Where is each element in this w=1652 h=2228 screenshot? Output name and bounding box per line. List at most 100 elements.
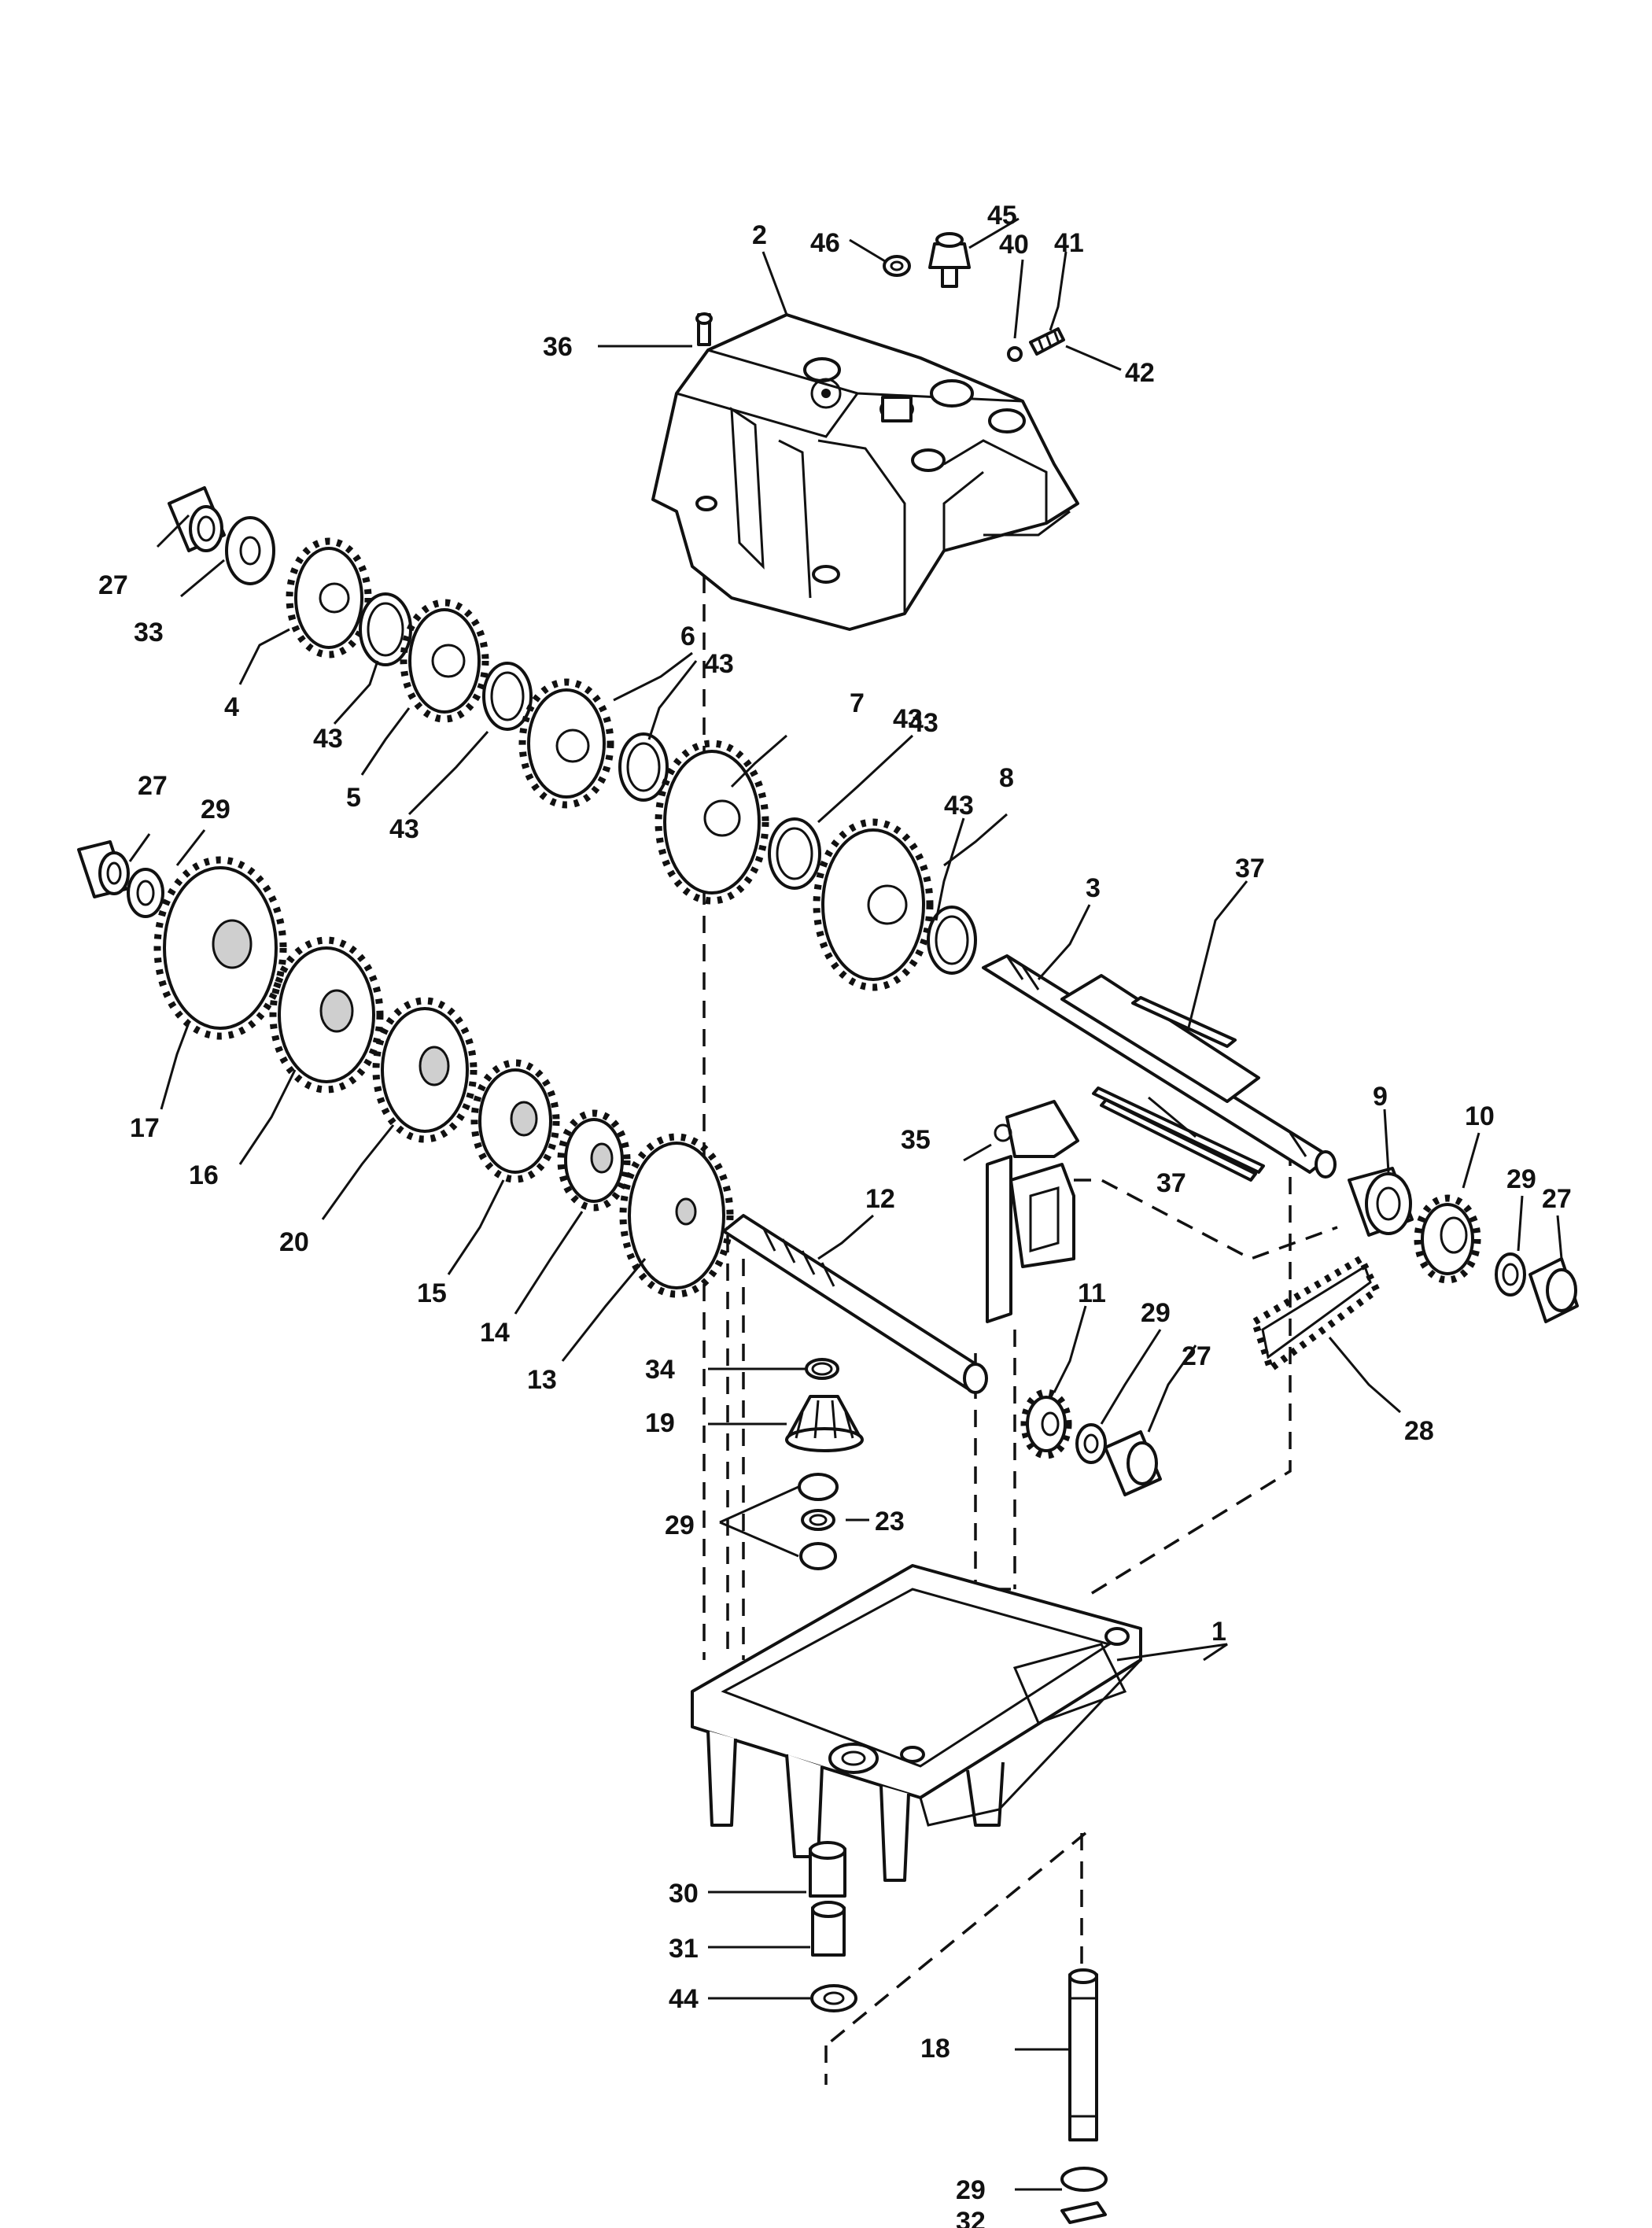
callout-30: 30: [669, 1879, 699, 1909]
callout-5: 5: [346, 783, 361, 813]
sprocket-10: [1414, 1194, 1481, 1284]
callout-12: 12: [865, 1184, 895, 1214]
bushing-27-right: [1528, 1257, 1579, 1323]
washer-29-right: [1495, 1252, 1526, 1297]
washer-46: [883, 255, 911, 277]
gear-4: [286, 537, 372, 658]
gear-6: [518, 678, 614, 809]
callout-43-d: 43: [893, 704, 923, 734]
shifter-35: [986, 1100, 1079, 1323]
bushing-27-mid: [1104, 1430, 1162, 1496]
callout-16: 16: [189, 1160, 219, 1190]
callout-27-left: 27: [138, 771, 168, 801]
washer-33: [225, 516, 275, 585]
callout-15: 15: [417, 1278, 447, 1308]
bevel-gear-19: [785, 1395, 864, 1452]
callout-13: 13: [527, 1365, 557, 1395]
callout-29-stack: 29: [665, 1511, 695, 1540]
callout-29-left: 29: [201, 795, 230, 824]
callout-29-mid: 29: [1141, 1298, 1171, 1328]
key-37-b: [1092, 1086, 1265, 1182]
callout-10: 10: [1465, 1101, 1495, 1131]
callout-31: 31: [669, 1934, 699, 1964]
callout-44: 44: [669, 1984, 699, 2014]
bushing-9: [1348, 1167, 1414, 1237]
callout-labels: 1 2 3 4 5 6 7 8 9 10 11 12 13 14 15 16 1…: [98, 201, 1572, 2228]
bushing-27-left: [77, 840, 130, 898]
callout-1: 1: [1211, 1617, 1226, 1647]
washer-29-upper-stack: [798, 1473, 839, 1501]
washer-29-bottom: [1060, 2167, 1108, 2192]
callout-45: 45: [987, 201, 1017, 231]
gear-13: [619, 1133, 734, 1298]
callout-6: 6: [680, 622, 695, 651]
gear-8: [813, 818, 934, 991]
callout-46: 46: [810, 228, 840, 258]
washer-29-left: [127, 868, 164, 918]
callout-43-a: 43: [313, 724, 343, 754]
callout-41: 41: [1054, 228, 1084, 258]
callout-37-b: 37: [1156, 1168, 1186, 1198]
callout-35: 35: [901, 1125, 931, 1155]
top-cover: [651, 313, 1079, 631]
bushing-27-top: [168, 486, 226, 552]
callout-19: 19: [645, 1408, 675, 1438]
callout-27-top: 27: [98, 570, 128, 600]
shaft-3: [982, 954, 1337, 1179]
switch-45: [928, 232, 971, 288]
callout-17: 17: [130, 1113, 160, 1143]
housing: [691, 1564, 1142, 1882]
callout-33: 33: [134, 618, 164, 647]
leader-lines: [128, 217, 1563, 2191]
gear-5: [400, 599, 489, 723]
chain-28: [1250, 1253, 1381, 1375]
shaft-12: [722, 1214, 988, 1394]
callout-32: 32: [956, 2207, 986, 2228]
callout-8: 8: [999, 763, 1014, 793]
gear-16: [269, 936, 384, 1094]
callout-42: 42: [1125, 358, 1155, 388]
clip-32: [1060, 2201, 1107, 2224]
washer-29-lower-stack: [799, 1542, 837, 1570]
ball-40: [1007, 346, 1023, 362]
callout-28: 28: [1404, 1416, 1434, 1446]
callout-34: 34: [645, 1355, 675, 1385]
callout-27-mid: 27: [1182, 1341, 1211, 1371]
callout-4: 4: [224, 692, 239, 722]
callout-18: 18: [920, 2034, 950, 2064]
callout-20: 20: [279, 1227, 309, 1257]
retainer-23: [801, 1509, 835, 1531]
callout-43-f: 43: [909, 708, 938, 738]
callout-40: 40: [999, 230, 1029, 260]
callout-2: 2: [752, 220, 767, 250]
pin-18: [1068, 1968, 1098, 2141]
callout-27-right: 27: [1542, 1184, 1572, 1214]
sprocket-11: [1020, 1389, 1072, 1459]
callout-11: 11: [1078, 1278, 1106, 1308]
callout-23: 23: [875, 1507, 905, 1536]
gear-14: [557, 1109, 631, 1212]
callout-3: 3: [1086, 873, 1101, 903]
ring-34: [805, 1358, 839, 1380]
washer-43-b: [482, 662, 533, 731]
washer-43-c: [618, 732, 669, 802]
washer-29-mid: [1075, 1423, 1107, 1464]
washer-43-d: [768, 817, 821, 890]
callout-29-bottom: 29: [956, 2175, 986, 2205]
washer-43-a: [359, 592, 412, 666]
callout-43-c: 43: [704, 649, 734, 679]
bolt-36: [695, 312, 713, 346]
key-37-a: [1131, 996, 1237, 1048]
gear-7: [655, 740, 769, 905]
washer-43-e: [927, 906, 977, 975]
bushing-30: [809, 1841, 846, 1898]
callout-37-a: 37: [1235, 854, 1265, 883]
gear-17: [153, 856, 287, 1040]
spring-41: [1029, 327, 1065, 356]
callout-36: 36: [543, 332, 573, 362]
callout-7: 7: [850, 688, 865, 718]
callout-14: 14: [480, 1318, 510, 1348]
callout-9: 9: [1373, 1082, 1388, 1112]
gear-20: [372, 997, 478, 1143]
